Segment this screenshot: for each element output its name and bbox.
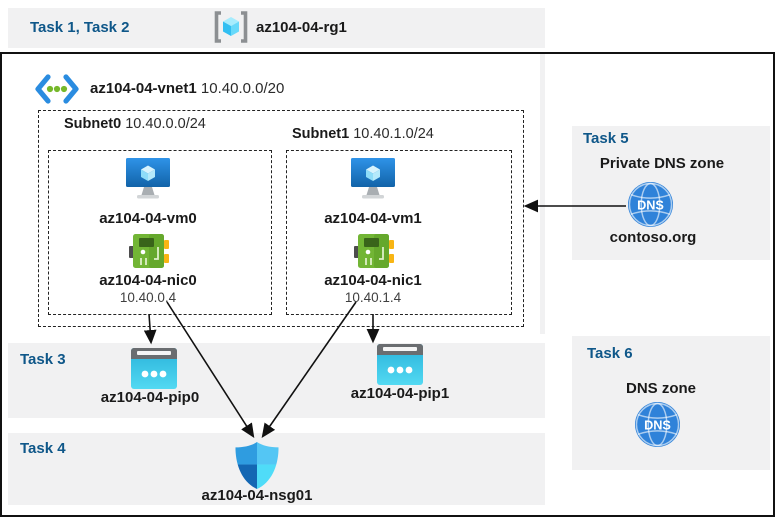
public-ip-icon <box>377 344 423 385</box>
pip0-name: az104-04-pip0 <box>100 389 200 406</box>
dns-zone-icon: DNS <box>635 402 680 447</box>
resource-group-name: az104-04-rg1 <box>256 19 347 36</box>
nic0-name: az104-04-nic0 <box>99 272 197 289</box>
task-5-box <box>572 126 770 260</box>
dns-zone-title: DNS zone <box>625 380 697 397</box>
virtual-machine-icon <box>126 158 170 199</box>
task-6-label: Task 6 <box>587 345 633 362</box>
subnet0-name: Subnet0 <box>64 116 122 132</box>
vnet-cidr: 10.40.0.0/20 <box>200 80 285 97</box>
task-1-2-label: Task 1, Task 2 <box>30 19 130 36</box>
network-interface-icon <box>354 234 394 268</box>
dns-icon-text: DNS <box>644 417 671 432</box>
public-ip-icon <box>131 348 177 389</box>
vnet-name: az104-04-vnet1 <box>90 80 197 97</box>
nsg-name: az104-04-nsg01 <box>201 487 313 504</box>
subnet1-box <box>286 150 512 315</box>
task-4-label: Task 4 <box>20 440 66 457</box>
private-dns-zone-name: contoso.org <box>609 229 697 246</box>
subnet0-cidr: 10.40.0.0/24 <box>125 116 206 132</box>
private-dns-zone-title: Private DNS zone <box>599 155 725 172</box>
resource-group-icon <box>214 11 248 43</box>
nic1-ip: 10.40.1.4 <box>344 290 402 305</box>
network-security-group-shield-icon <box>235 442 279 489</box>
pip1-name: az104-04-pip1 <box>350 385 450 402</box>
virtual-machine-icon <box>351 158 395 199</box>
vnet-title: az104-04-vnet1 10.40.0.0/20 <box>90 80 284 97</box>
nic0-ip: 10.40.0.4 <box>119 290 177 305</box>
subnet0-box <box>48 150 272 315</box>
virtual-network-icon <box>35 74 79 104</box>
dns-zone-icon: DNS <box>628 182 673 227</box>
task-3-band <box>8 343 545 418</box>
task-4-band <box>8 433 545 505</box>
vm0-name: az104-04-vm0 <box>99 210 197 227</box>
task-1-2-band: Task 1, Task 2 az104-04-rg1 <box>8 8 545 48</box>
subnet0-label: Subnet0 10.40.0.0/24 <box>64 116 206 132</box>
gray-edge-strip <box>540 54 545 334</box>
main-border-box <box>0 52 775 517</box>
network-interface-icon <box>129 234 169 268</box>
task-5-label: Task 5 <box>583 130 629 147</box>
subnet1-label: Subnet1 10.40.1.0/24 <box>292 126 434 142</box>
subnet1-cidr: 10.40.1.0/24 <box>353 126 434 142</box>
task-3-label: Task 3 <box>20 351 66 368</box>
vm1-name: az104-04-vm1 <box>324 210 422 227</box>
dns-icon-text: DNS <box>637 197 664 212</box>
nic1-name: az104-04-nic1 <box>324 272 422 289</box>
subnet1-name: Subnet1 <box>292 126 350 142</box>
task-6-box <box>572 336 770 470</box>
